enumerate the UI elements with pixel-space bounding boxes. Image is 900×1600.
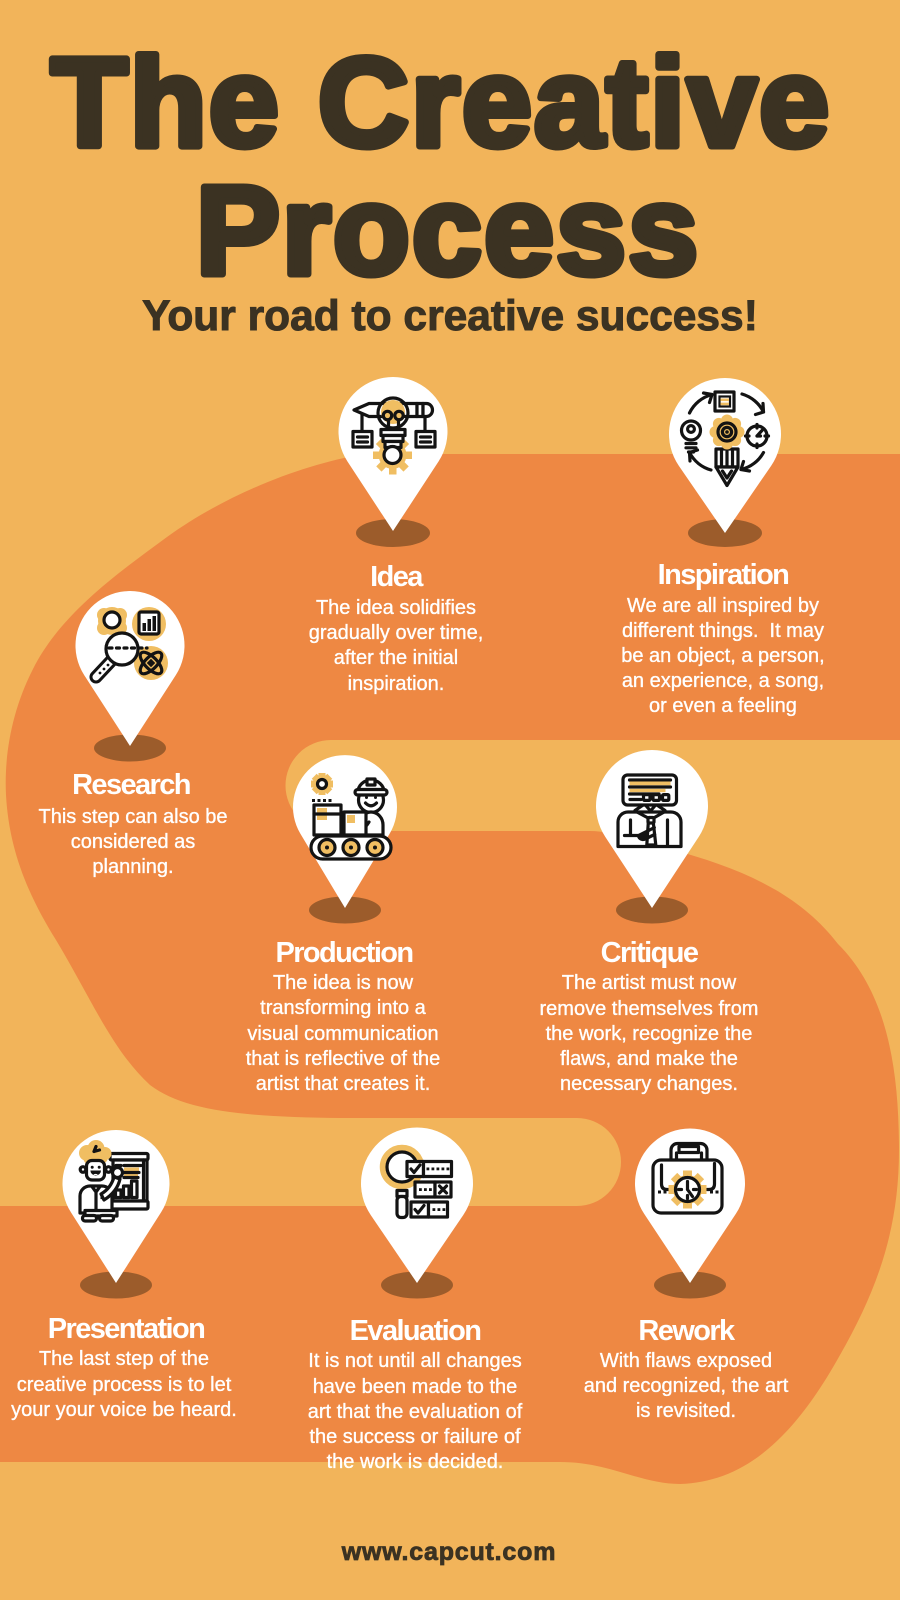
svg-text:planning.: planning. xyxy=(92,856,173,878)
svg-text:Rework: Rework xyxy=(638,1315,736,1347)
svg-text:remove themselves from: remove themselves from xyxy=(540,998,759,1020)
svg-text:or even a feeling: or even a feeling xyxy=(649,695,797,717)
svg-text:www.capcut.com: www.capcut.com xyxy=(341,1538,556,1566)
svg-text:inspiration.: inspiration. xyxy=(348,673,445,695)
svg-text:It is not until all changes: It is not until all changes xyxy=(308,1350,521,1372)
svg-text:after the initial: after the initial xyxy=(334,647,459,669)
svg-text:Production: Production xyxy=(275,937,412,969)
svg-text:artist that creates it.: artist that creates it. xyxy=(256,1073,431,1095)
svg-text:that is reflective of the: that is reflective of the xyxy=(246,1048,441,1070)
svg-text:With flaws exposed: With flaws exposed xyxy=(600,1350,772,1372)
svg-text:The last step of the: The last step of the xyxy=(39,1348,209,1370)
svg-text:considered as: considered as xyxy=(71,831,196,853)
svg-text:and recognized, the art: and recognized, the art xyxy=(584,1375,789,1397)
svg-text:art that the evaluation of: art that the evaluation of xyxy=(308,1401,523,1423)
svg-text:the work is decided.: the work is decided. xyxy=(327,1451,504,1473)
svg-text:visual communication: visual communication xyxy=(247,1023,438,1045)
svg-text:This step can also be: This step can also be xyxy=(39,806,228,828)
svg-text:transforming into a: transforming into a xyxy=(260,997,427,1019)
svg-text:The idea solidifies: The idea solidifies xyxy=(316,597,476,619)
svg-text:The idea is now: The idea is now xyxy=(273,972,414,994)
svg-text:The artist must now: The artist must now xyxy=(562,972,737,994)
svg-text:have been made to the: have been made to the xyxy=(313,1376,518,1398)
svg-text:be an object, a person,: be an object, a person, xyxy=(621,645,824,667)
svg-text:the success or failure of: the success or failure of xyxy=(309,1426,521,1448)
svg-text:is revisited.: is revisited. xyxy=(636,1400,736,1422)
svg-text:different things. It may: different things. It may xyxy=(622,620,824,642)
svg-text:Inspiration: Inspiration xyxy=(658,559,789,591)
svg-text:Idea: Idea xyxy=(370,561,424,593)
svg-text:Critique: Critique xyxy=(601,937,699,969)
svg-text:Process: Process xyxy=(196,160,700,301)
svg-text:necessary changes.: necessary changes. xyxy=(560,1073,738,1095)
svg-text:an experience, a song,: an experience, a song, xyxy=(622,670,824,692)
svg-text:Presentation: Presentation xyxy=(48,1313,204,1345)
svg-text:Evaluation: Evaluation xyxy=(350,1315,481,1347)
svg-text:flaws, and make the: flaws, and make the xyxy=(560,1048,738,1070)
svg-text:Your road to creative success!: Your road to creative success! xyxy=(142,293,758,340)
svg-text:creative process is to let: creative process is to let xyxy=(17,1374,232,1396)
svg-text:The Creative: The Creative xyxy=(51,32,831,173)
svg-text:Research: Research xyxy=(72,769,190,801)
svg-text:We are all inspired by: We are all inspired by xyxy=(627,595,819,617)
svg-text:your your voice be heard.: your your voice be heard. xyxy=(11,1399,237,1421)
svg-text:the work, recognize the: the work, recognize the xyxy=(546,1023,753,1045)
svg-text:gradually over time,: gradually over time, xyxy=(309,622,484,644)
